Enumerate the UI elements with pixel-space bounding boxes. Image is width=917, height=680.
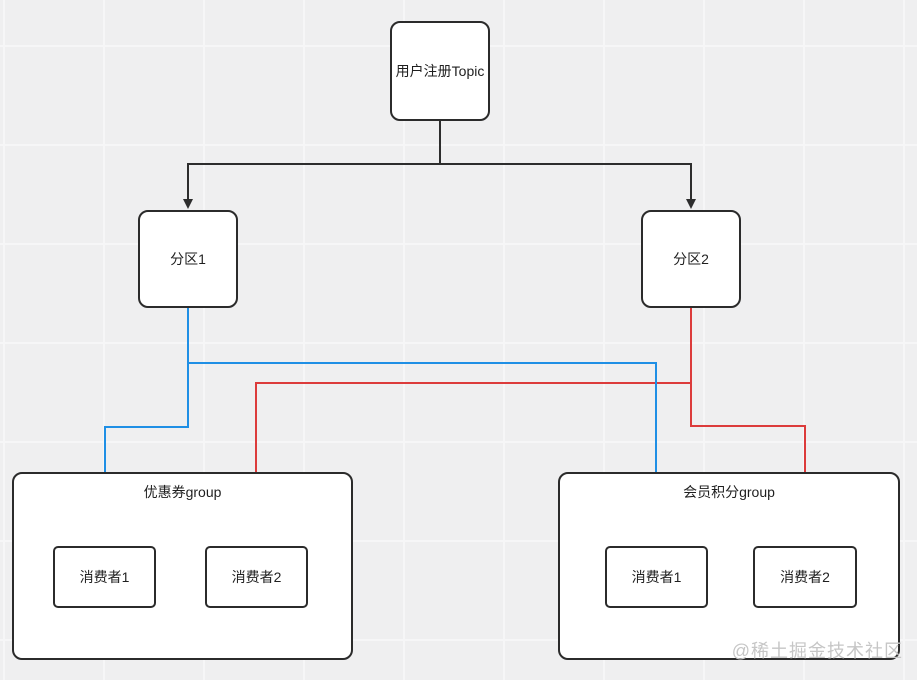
node-topic-label: 用户注册Topic: [395, 62, 485, 79]
node-points-consumer1: 消费者1: [605, 546, 708, 608]
node-topic: 用户注册Topic: [390, 21, 490, 121]
node-partition2-label: 分区2: [673, 250, 709, 267]
node-coupon-consumer1-label: 消费者1: [79, 568, 130, 585]
group-points-title: 会员积分group: [683, 484, 775, 500]
node-partition2: 分区2: [641, 210, 741, 308]
node-points-consumer2: 消费者2: [753, 546, 857, 608]
group-coupon-title: 优惠券group: [143, 484, 222, 500]
node-coupon-consumer2-label: 消费者2: [231, 568, 282, 585]
node-coupon-consumer1: 消费者1: [53, 546, 156, 608]
node-coupon-consumer2: 消费者2: [205, 546, 308, 608]
node-points-consumer2-label: 消费者2: [780, 568, 830, 585]
node-partition1-label: 分区1: [170, 250, 206, 267]
node-points-consumer1-label: 消费者1: [631, 568, 682, 585]
node-partition1: 分区1: [138, 210, 238, 308]
watermark-text: @稀土掘金技术社区: [731, 641, 903, 661]
